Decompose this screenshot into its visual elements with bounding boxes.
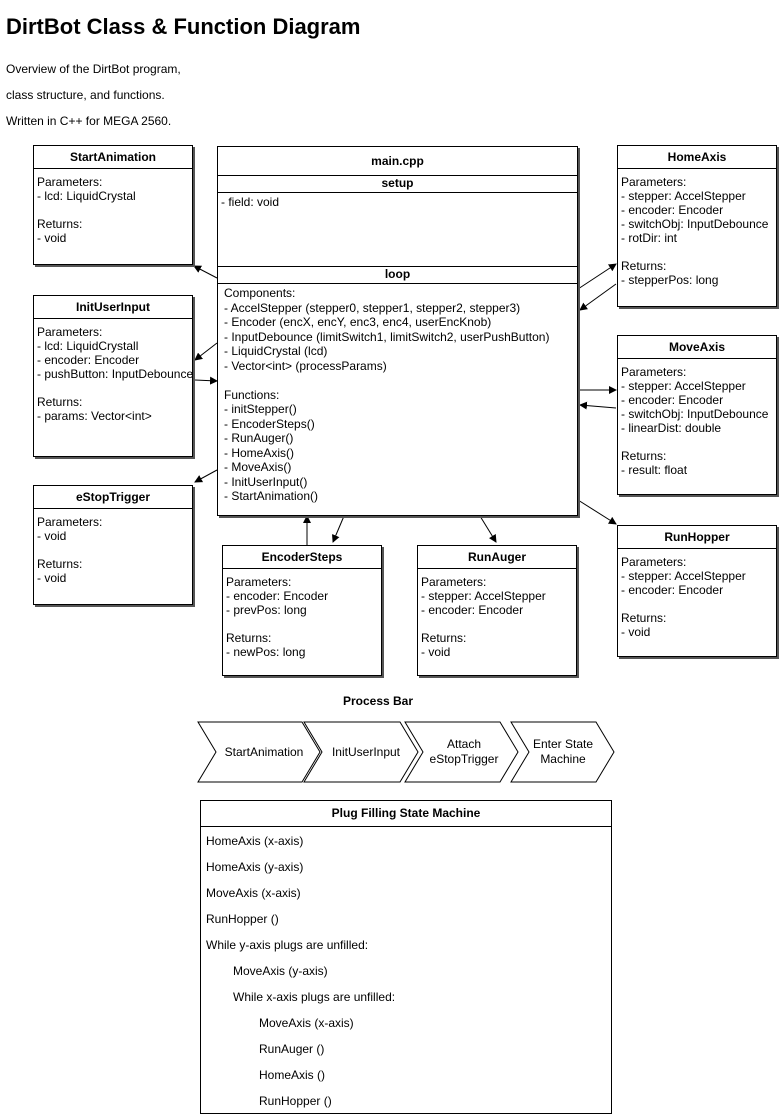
run-hopper-title: RunHopper <box>618 526 776 549</box>
arrow-to-init-user-input-1 <box>194 342 218 361</box>
loop-body: Components: - AccelStepper (stepper0, st… <box>224 286 550 503</box>
process-bar-title: Process Bar <box>342 694 414 708</box>
state-row: RunAuger () <box>259 1042 325 1056</box>
state-machine-box: Plug Filling State Machine HomeAxis (x-a… <box>200 800 612 1114</box>
process-step-enter-state-machine: Enter State Machine <box>532 737 594 766</box>
home-axis-box: HomeAxis Parameters: - stepper: AccelSte… <box>617 145 777 307</box>
process-step-1-shape <box>197 721 321 783</box>
start-animation-body: Parameters: - lcd: LiquidCrystal Returns… <box>37 175 136 245</box>
process-step-4-shape <box>510 721 615 783</box>
main-cpp-title: main.cpp <box>218 147 577 176</box>
setup-section: setup - field: void <box>218 176 577 267</box>
encoder-steps-title: EncoderSteps <box>223 546 381 569</box>
setup-body: - field: void <box>221 195 280 209</box>
process-step-attach-estop: Attach eStopTrigger <box>429 737 499 766</box>
page-title: DirtBot Class & Function Diagram <box>6 14 361 39</box>
init-user-input-box: InitUserInput Parameters: - lcd: LiquidC… <box>33 295 193 457</box>
run-auger-title: RunAuger <box>418 546 576 569</box>
setup-title: setup <box>218 176 577 193</box>
loop-title: loop <box>218 267 577 284</box>
encoder-steps-body: Parameters: - encoder: Encoder - prevPos… <box>226 575 329 659</box>
state-row: MoveAxis (x-axis) <box>259 1016 354 1030</box>
state-row: HomeAxis () <box>259 1068 326 1082</box>
arrow-from-move-axis <box>579 401 617 410</box>
encoder-steps-box: EncoderSteps Parameters: - encoder: Enco… <box>222 545 382 676</box>
arrow-to-estop-trigger <box>194 469 218 483</box>
estop-trigger-body: Parameters: - void Returns: - void <box>37 515 103 585</box>
state-row: RunHopper () <box>259 1094 332 1108</box>
state-row: While y-axis plugs are unfilled: <box>206 938 369 952</box>
description-line-1: Overview of the DirtBot program, <box>6 62 181 76</box>
state-row: MoveAxis (y-axis) <box>233 964 328 978</box>
start-animation-title: StartAnimation <box>34 146 192 169</box>
init-user-input-body: Parameters: - lcd: LiquidCrystall - enco… <box>37 325 194 423</box>
arrow-to-start-animation <box>193 265 218 279</box>
run-auger-body: Parameters: - stepper: AccelStepper - en… <box>421 575 546 659</box>
process-step-start-animation: StartAnimation <box>224 744 304 759</box>
home-axis-title: HomeAxis <box>618 146 776 169</box>
process-step-2-shape <box>303 721 419 783</box>
init-user-input-title: InitUserInput <box>34 296 192 319</box>
state-machine-title: Plug Filling State Machine <box>201 801 611 827</box>
state-row: HomeAxis (x-axis) <box>206 834 304 848</box>
arrow-to-encoder-steps <box>332 515 345 543</box>
move-axis-body: Parameters: - stepper: AccelStepper - en… <box>621 365 769 477</box>
process-step-init-user-input: InitUserInput <box>331 744 401 759</box>
move-axis-box: MoveAxis Parameters: - stepper: AccelSte… <box>617 335 777 495</box>
arrow-from-init-user-input <box>194 376 218 385</box>
run-hopper-body: Parameters: - stepper: AccelStepper - en… <box>621 555 746 639</box>
main-cpp-box: main.cpp setup - field: void loop Compon… <box>217 146 578 516</box>
loop-section: loop Components: - AccelStepper (stepper… <box>218 267 577 515</box>
estop-trigger-title: eStopTrigger <box>34 486 192 509</box>
move-axis-title: MoveAxis <box>618 336 776 359</box>
run-auger-box: RunAuger Parameters: - stepper: AccelSte… <box>417 545 577 676</box>
arrow-to-home-axis <box>577 263 617 290</box>
home-axis-body: Parameters: - stepper: AccelStepper - en… <box>621 175 769 287</box>
process-step-3-shape <box>404 721 519 783</box>
arrow-from-home-axis <box>579 283 617 311</box>
start-animation-box: StartAnimation Parameters: - lcd: Liquid… <box>33 145 193 265</box>
description-line-3: Written in C++ for MEGA 2560. <box>6 114 172 128</box>
state-row: HomeAxis (y-axis) <box>206 860 304 874</box>
description-line-2: class structure, and functions. <box>6 88 165 102</box>
state-row: While x-axis plugs are unfilled: <box>233 990 396 1004</box>
state-row: RunHopper () <box>206 912 279 926</box>
state-row: MoveAxis (x-axis) <box>206 886 301 900</box>
arrow-to-run-hopper <box>577 499 617 525</box>
estop-trigger-box: eStopTrigger Parameters: - void Returns:… <box>33 485 193 605</box>
run-hopper-box: RunHopper Parameters: - stepper: AccelSt… <box>617 525 777 657</box>
arrow-to-run-auger <box>479 515 497 543</box>
